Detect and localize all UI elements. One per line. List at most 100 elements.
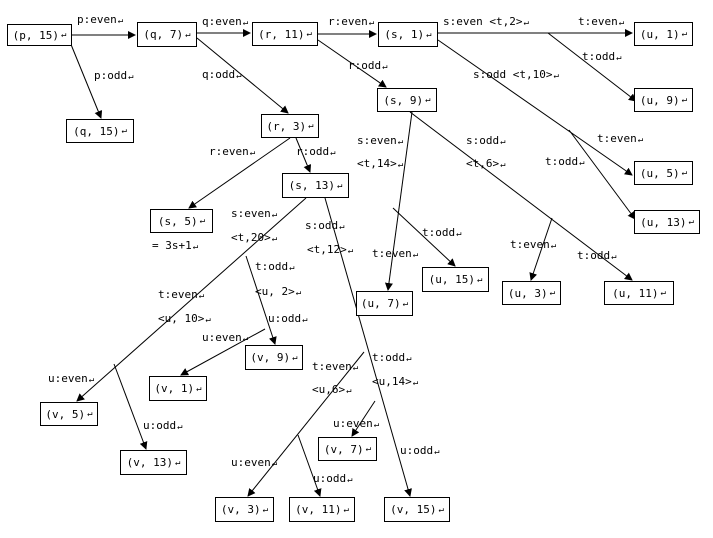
label-text: t:even (578, 15, 618, 28)
edge-label-u14: <u,14>↵ (372, 375, 418, 390)
label-text: t:odd (577, 249, 611, 262)
node-q-7: (q, 7)↵ (137, 22, 197, 47)
label-text: q:odd (202, 68, 236, 81)
return-mark: ↵ (242, 18, 249, 28)
edge-label-t-odd-u11: t:odd↵ (577, 249, 617, 264)
edge-label-u-even-v3: u:even↵ (231, 456, 277, 471)
return-mark: ↵ (302, 315, 308, 325)
node-label: (u, 11) (612, 286, 659, 300)
return-mark: ↵ (306, 29, 312, 39)
return-mark: ↵ (343, 504, 349, 515)
edge-label-u-odd-v9: u:odd↵ (268, 312, 308, 327)
return-mark: ↵ (434, 447, 440, 457)
return-mark: ↵ (347, 475, 353, 485)
return-mark: ↵ (616, 53, 622, 63)
return-mark: ↵ (611, 252, 617, 262)
edge-u2-v1 (180, 328, 266, 376)
node-p-15: (p, 15)↵ (7, 24, 72, 46)
return-mark: ↵ (456, 229, 462, 239)
return-mark: ↵ (88, 375, 95, 385)
edge-label-s-odd-s9: s:odd↵ (466, 134, 506, 149)
label-text: t:even (597, 132, 637, 145)
node-label: (s, 9) (383, 93, 424, 107)
return-mark: ↵ (117, 16, 124, 26)
node-label: (v, 15) (390, 503, 437, 516)
label-text: s:odd <t,10> (473, 68, 553, 81)
edge-s1-t10-u5 (437, 39, 633, 176)
label-text: p:even (77, 13, 117, 26)
edge-label-t-even-u7: t:even↵ (372, 247, 418, 262)
edge-label-r-odd-top: r:odd↵ (348, 59, 388, 74)
node-v-11: (v, 11)↵ (289, 497, 355, 522)
label-text: t:even (158, 288, 198, 301)
return-mark: ↵ (373, 420, 380, 430)
edge-t2-u9 (547, 32, 637, 102)
return-mark: ↵ (249, 148, 256, 158)
return-mark: ↵ (382, 62, 388, 72)
label-text: <u, 10> (158, 312, 205, 325)
edge-s9-t6-u11 (409, 111, 633, 281)
return-mark: ↵ (271, 210, 278, 220)
return-mark: ↵ (242, 334, 249, 344)
return-mark: ↵ (205, 315, 211, 325)
return-mark: ↵ (196, 383, 202, 394)
label-text: u:even (48, 372, 88, 385)
node-label: (u, 13) (640, 215, 687, 229)
return-mark: ↵ (308, 121, 314, 131)
return-mark: ↵ (292, 352, 298, 363)
edge-label-t-even-u1: t:even↵ (578, 15, 624, 30)
edge-label-u-even-v1: u:even↵ (202, 331, 248, 346)
return-mark: ↵ (553, 71, 559, 81)
label-text: <t,14> (357, 157, 397, 170)
label-text: s:even (357, 134, 397, 147)
edge-label-q-even: q:even↵ (202, 15, 248, 30)
node-label: (v, 5) (45, 407, 86, 421)
node-label: (s, 13) (288, 179, 335, 192)
edge-label-t14-s9: <t,14>↵ (357, 157, 403, 172)
return-mark: ↵ (365, 444, 372, 454)
return-mark: ↵ (198, 291, 205, 301)
edge-t6-u3 (529, 217, 553, 281)
label-text: r:odd (348, 59, 382, 72)
node-label: (s, 5) (157, 214, 198, 228)
node-r-11: (r, 11)↵ (252, 22, 318, 46)
node-label: (u, 3) (507, 286, 548, 300)
return-mark: ↵ (402, 298, 409, 309)
edge-label-u-odd-v15: u:odd↵ (400, 444, 440, 459)
return-mark: ↵ (637, 135, 644, 145)
edge-label-t6-s9: <t,6>↵ (466, 157, 506, 172)
edge-s9-u7 (384, 111, 413, 291)
node-u-5: (u, 5)↵ (634, 161, 693, 185)
edge-label-u10: <u, 10>↵ (158, 312, 211, 327)
edge-s13-v15 (324, 197, 412, 497)
return-mark: ↵ (412, 250, 419, 260)
edge-label-t20: <t,20>↵ (231, 231, 277, 246)
edge-label-u-even-v5: u:even↵ (48, 372, 94, 387)
return-mark: ↵ (352, 363, 359, 373)
edge-label-s-odd-t10: s:odd <t,10>↵ (473, 68, 559, 83)
return-mark: ↵ (60, 30, 67, 40)
node-v-15: (v, 15)↵ (384, 497, 450, 522)
label-text: t:odd (255, 260, 289, 273)
return-mark: ↵ (271, 459, 278, 469)
label-text: t:even (510, 238, 550, 251)
return-mark: ↵ (121, 126, 127, 136)
label-text: <u,6> (312, 383, 346, 396)
node-label: (v, 9) (250, 351, 291, 364)
label-text: t:odd (422, 226, 456, 239)
edge-label-p-odd: p:odd↵ (94, 69, 134, 84)
node-label: (u, 1) (639, 27, 680, 41)
label-text: t:odd (582, 50, 616, 63)
edge-label-u6: <u,6>↵ (312, 383, 352, 398)
return-mark: ↵ (660, 288, 666, 298)
edge-label-q-odd: q:odd↵ (202, 68, 242, 83)
label-text: u:even (231, 456, 271, 469)
return-mark: ↵ (295, 288, 302, 298)
return-mark: ↵ (87, 409, 93, 419)
edge-label-r-odd-mid: r:odd↵ (296, 145, 336, 160)
edge-label-s-odd-s13: s:odd↵ (305, 219, 345, 234)
label-text: t:even (312, 360, 352, 373)
label-text: q:even (202, 15, 242, 28)
edge-r11-s9 (317, 39, 387, 88)
